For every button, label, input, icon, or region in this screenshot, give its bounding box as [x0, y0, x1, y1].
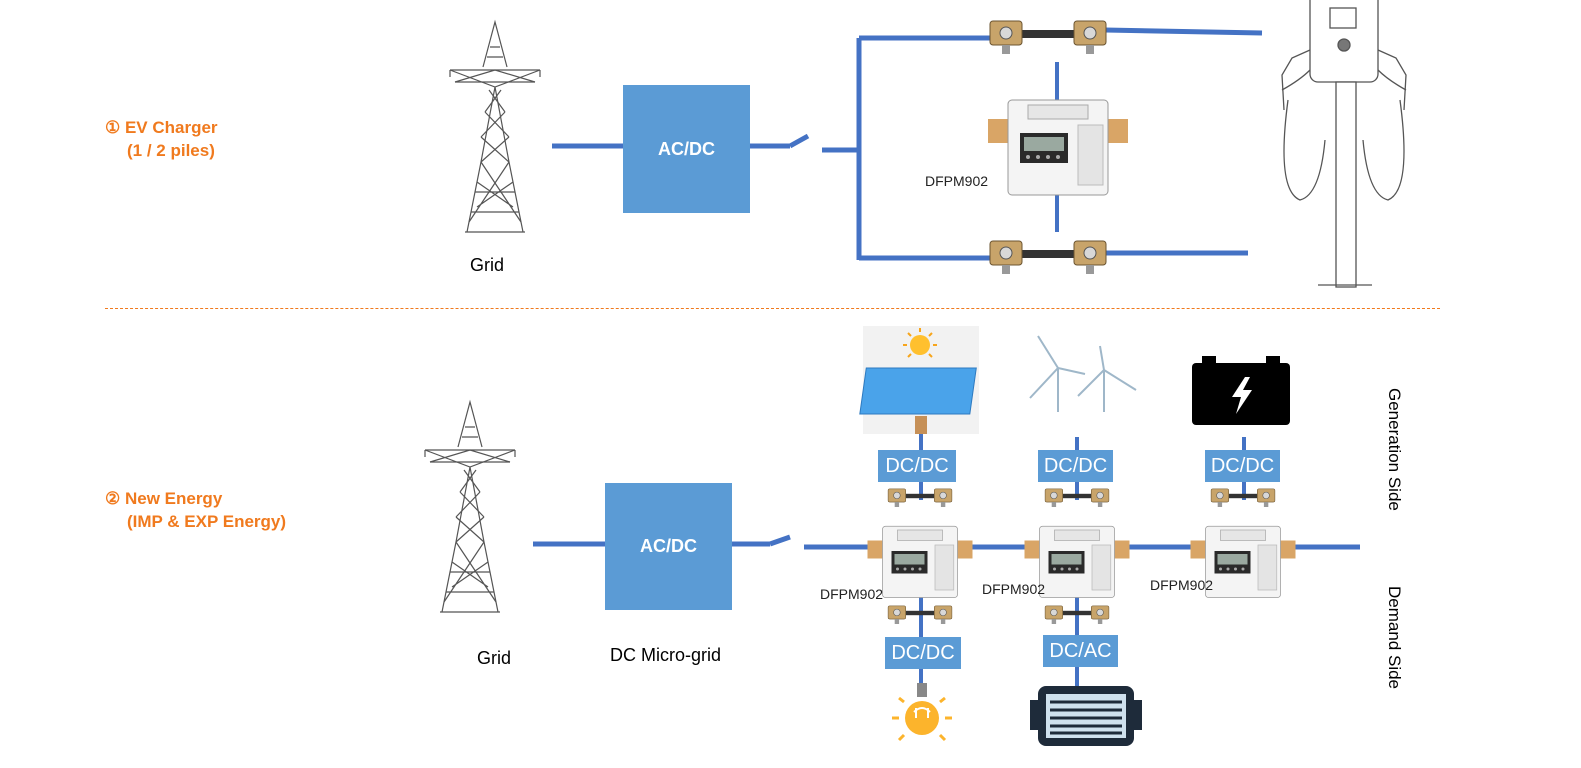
microgrid-label: DC Micro-grid [610, 645, 722, 665]
dc-dc-converter: DC/DC [1038, 450, 1113, 482]
dc-dc-converter: DC/DC [878, 450, 956, 482]
battery-icon [1192, 356, 1290, 425]
ac-dc-converter: AC/DC [605, 483, 732, 610]
section2-subtitle: (IMP & EXP Energy) [127, 512, 287, 531]
dc-dc-converter: DC/DC [1205, 450, 1280, 482]
meter-label: DFPM902 [1150, 577, 1214, 593]
grid-label: Grid [477, 648, 512, 668]
shunt-icon [989, 20, 1107, 55]
grid-label: Grid [470, 255, 505, 275]
ev-charger-icon [1281, 0, 1407, 288]
section2-title-text: ② New Energy [105, 489, 223, 508]
generation-side-label: Generation Side [1385, 388, 1404, 511]
transmission-tower-icon [424, 401, 516, 613]
meter-label: DFPM902 [925, 173, 989, 189]
power-meter-icon [867, 525, 973, 598]
transmission-tower-icon [449, 21, 541, 233]
solar-panel-icon [859, 326, 979, 434]
section2-title: ② New Energy (IMP & EXP Energy) [105, 487, 286, 533]
motor-icon [1030, 686, 1142, 746]
section-divider [105, 308, 1440, 309]
light-bulb-icon [892, 683, 952, 742]
section1-title-text: ① EV Charger [105, 118, 218, 137]
power-meter-icon [987, 99, 1129, 196]
meter-label: DFPM902 [820, 586, 884, 602]
wind-turbine-icon [1029, 335, 1137, 412]
dc-dc-converter: DC/DC [885, 637, 961, 669]
demand-side-label: Demand Side [1385, 586, 1404, 690]
shunt-icon [989, 240, 1107, 275]
ac-dc-converter: AC/DC [623, 85, 750, 213]
section1-subtitle: (1 / 2 piles) [127, 141, 215, 160]
section1-title: ① EV Charger (1 / 2 piles) [105, 116, 218, 162]
dc-ac-converter: DC/AC [1043, 635, 1118, 667]
meter-label: DFPM902 [982, 581, 1046, 597]
